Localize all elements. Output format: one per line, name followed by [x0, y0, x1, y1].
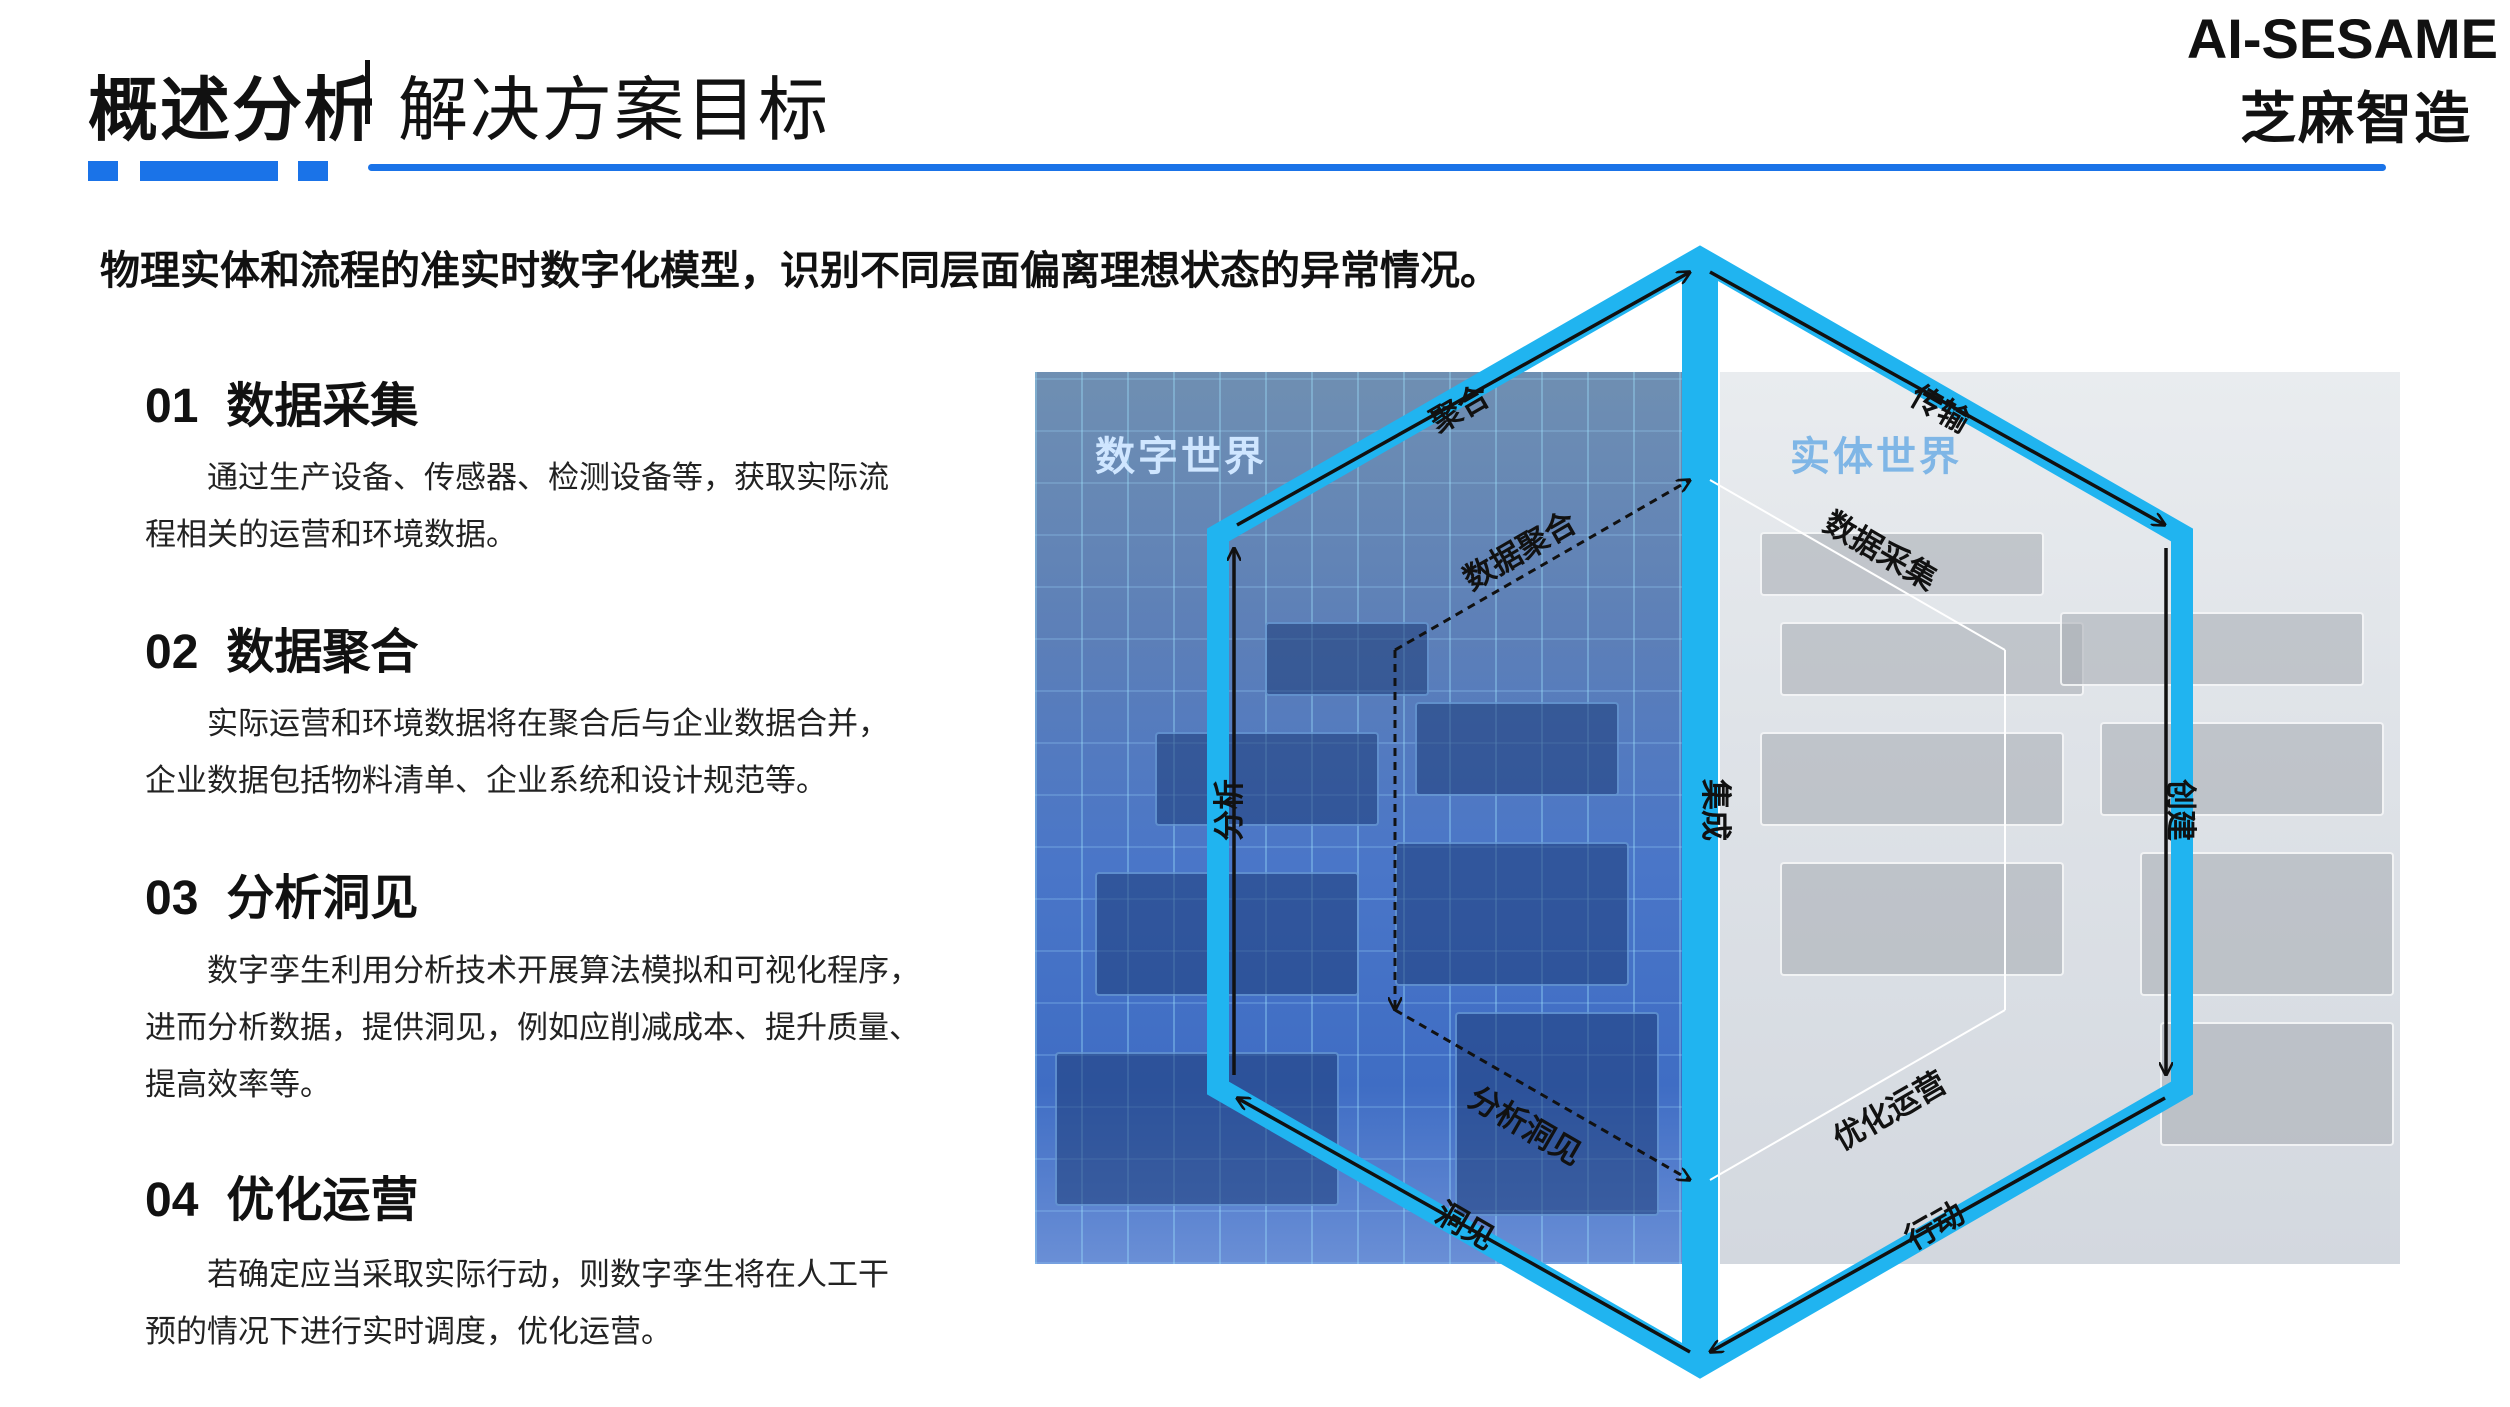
label-data-aggregation: 数据聚合 [1457, 505, 1582, 598]
section-number: 02 [145, 626, 199, 679]
section-number: 04 [145, 1174, 199, 1227]
section-body-04: 若确定应当采取实际行动，则数字孪生将在人工干 预的情况下进行实时调度，优化运营。 [145, 1247, 935, 1361]
body-line: 提高效率等。 [145, 1067, 331, 1103]
label-analyze: 分析 [1212, 779, 1248, 841]
section-heading: 数据采集 [226, 378, 419, 434]
body-line: 数字孪生利用分析技术开展算法模拟和可视化程序， [207, 953, 920, 989]
section-title-03: 03 分析洞见 [145, 858, 418, 928]
section-heading: 优化运营 [226, 1172, 419, 1228]
section-number: 01 [145, 380, 199, 433]
title-separator [365, 60, 370, 124]
accent-bar-3 [298, 161, 328, 181]
label-analysis-insight: 分析洞见 [1462, 1080, 1587, 1173]
body-line: 若确定应当采取实际行动，则数字孪生将在人工干 [207, 1257, 889, 1293]
section-body-03: 数字孪生利用分析技术开展算法模拟和可视化程序， 进而分析数据，提供洞见，例如应削… [145, 943, 935, 1114]
body-line: 程相关的运营和环境数据。 [145, 517, 517, 553]
inner-dashed-cycle [1395, 480, 2006, 1180]
body-line: 预的情况下进行实时调度，优化运营。 [145, 1314, 672, 1350]
page-title: 概述分析 [88, 69, 376, 151]
section-body-01: 通过生产设备、传感器、检测设备等，获取实际流 程相关的运营和环境数据。 [145, 450, 935, 564]
section-heading: 数据聚合 [226, 624, 419, 680]
body-line: 进而分析数据，提供洞见，例如应削减成本、提升质量、 [145, 1010, 920, 1046]
outer-arrow-cycle [1234, 272, 2166, 1352]
lead-statement: 物理实体和流程的准实时数字化模型，识别不同层面偏离理想状态的异常情况。 [100, 248, 1500, 294]
label-data-collection: 数据采集 [1817, 505, 1942, 598]
section-heading: 分析洞见 [226, 870, 419, 926]
accent-bar-1 [88, 161, 118, 181]
page-subtitle: 解决方案目标 [398, 69, 830, 151]
label-optimize-operations: 优化运营 [1827, 1065, 1952, 1158]
brand-logo-text: AI-SESAME [2186, 7, 2498, 70]
section-body-02: 实际运营和环境数据将在聚合后与企业数据合并， 企业数据包括物料清单、企业系统和设… [145, 696, 935, 810]
physical-world-label: 实体世界 [1790, 434, 1962, 480]
label-create: 创建 [2162, 778, 2198, 841]
digital-world-image: 数字世界 [1035, 372, 1685, 1264]
body-line: 实际运营和环境数据将在聚合后与企业数据合并， [207, 706, 889, 742]
section-title-01: 01 数据采集 [145, 366, 418, 436]
section-title-02: 02 数据聚合 [145, 612, 418, 682]
accent-bar-2 [140, 161, 278, 181]
digital-world-label: 数字世界 [1095, 434, 1267, 480]
header-divider-line [368, 164, 2386, 171]
brand-logo-chinese: 芝麻智造 [2240, 87, 2472, 152]
label-integrate: 集成 [1697, 778, 1733, 841]
section-title-04: 04 优化运营 [145, 1160, 418, 1230]
section-number: 03 [145, 872, 199, 925]
body-line: 通过生产设备、传感器、检测设备等，获取实际流 [207, 460, 889, 496]
body-line: 企业数据包括物料清单、企业系统和设计规范等。 [145, 763, 827, 799]
